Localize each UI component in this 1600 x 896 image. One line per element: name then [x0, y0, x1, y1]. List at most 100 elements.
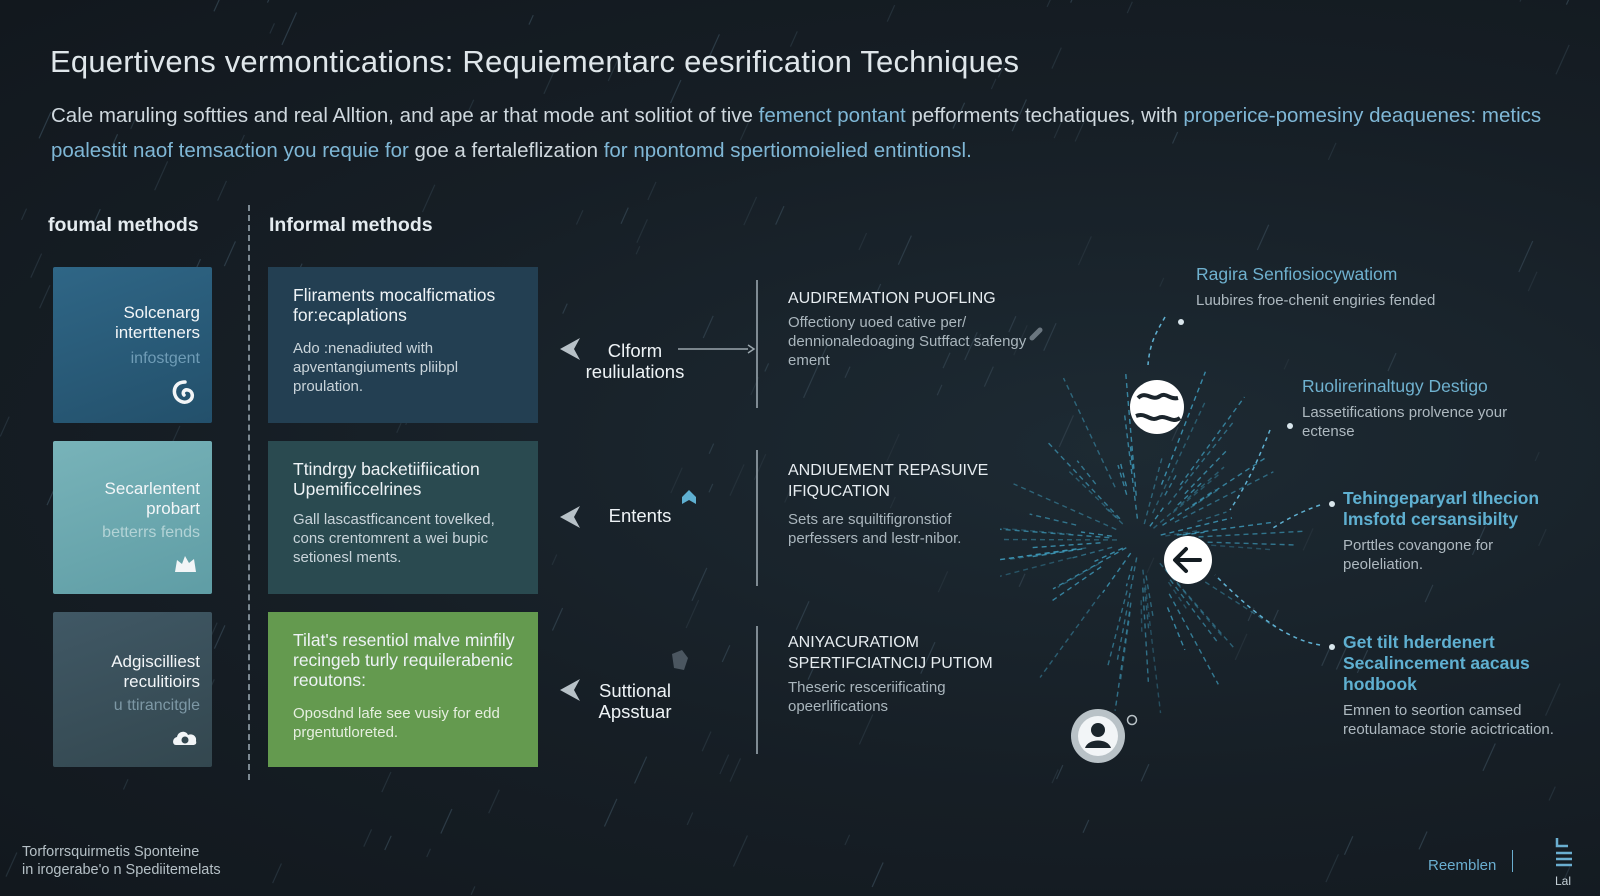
intro-highlight: femenct pontant [758, 104, 906, 127]
background-streak [1482, 743, 1496, 772]
background-streak [0, 416, 10, 437]
burst-ray [1177, 480, 1205, 506]
burst-ray [1000, 557, 1072, 577]
burst-ray [1160, 517, 1233, 536]
node-desc: Emnen to seortion camsed reotulamace sto… [1343, 702, 1554, 738]
informal-card[interactable]: Tilat's resentiol malve minfily recingeb… [268, 612, 538, 767]
footer-line: in irogerabe'o n Spediitemelats [22, 862, 221, 878]
node-dot [1287, 423, 1293, 429]
pen-icon [1029, 327, 1043, 341]
formal-card[interactable]: Secarlentent probart betterrs fends [53, 441, 212, 594]
formal-card[interactable]: Adgiscilliest reculitioirs u ttirancitgl… [53, 612, 212, 767]
background-streak [562, 303, 568, 314]
background-streak [440, 808, 453, 834]
burst-ray [1028, 542, 1101, 549]
burst-ray [1142, 587, 1150, 682]
formal-card-subtitle: betterrs fends [102, 524, 200, 541]
background-streak [1545, 683, 1561, 716]
background-streak [5, 852, 18, 877]
menu-icon[interactable] [1554, 836, 1574, 872]
technique-block: ANIYACURATIOM SPERTIFCIATNCIJ PUTIOM The… [788, 632, 1028, 716]
background-streak [1126, 1, 1133, 14]
background-streak [975, 333, 982, 345]
burst-ray [1169, 579, 1219, 644]
background-streak [1247, 607, 1255, 622]
burst-ray [1167, 581, 1187, 609]
burst-ray [1013, 483, 1117, 531]
burst-ray [1160, 371, 1207, 485]
intro-highlight: properice-pomesiny deaquenes: metics poa… [51, 104, 1542, 162]
background-streak [784, 491, 791, 503]
burst-ray [1153, 466, 1225, 529]
background-streak [937, 571, 949, 593]
background-streak [1234, 633, 1248, 661]
user-avatar-icon[interactable] [1071, 709, 1138, 763]
background-streak [1418, 831, 1428, 850]
burst-ray [1144, 585, 1162, 714]
background-streak [607, 59, 619, 82]
connector-line [1229, 429, 1271, 511]
background-streak [1420, 293, 1429, 309]
background-streak [1171, 131, 1179, 144]
intro-highlight: for npontomd spertiomoielied entintionsl… [603, 139, 972, 162]
background-streak [122, 779, 129, 790]
burst-rays [1000, 371, 1306, 714]
background-streak [708, 443, 715, 454]
background-streak [551, 607, 564, 631]
background-streak [721, 644, 731, 663]
brand-divider [1512, 850, 1513, 872]
brand-label: Reemblen [1428, 857, 1497, 874]
formal-methods-heading: foumal methods [48, 214, 199, 236]
background-streak [686, 812, 694, 826]
background-streak [1058, 415, 1074, 448]
background-streak [1046, 0, 1051, 8]
formal-card[interactable]: Solcenarg intertteners infostgent [53, 267, 212, 423]
background-streak [272, 863, 282, 884]
swirl-icon [172, 380, 194, 404]
background-streak [764, 363, 770, 372]
burst-ray [1184, 448, 1229, 495]
burst-ray [1114, 602, 1132, 711]
background-streak [1171, 426, 1179, 442]
burst-ray [1125, 566, 1133, 587]
network-diagram [1000, 316, 1335, 763]
node-title: Ruolirerinaltugy Destigo [1302, 376, 1488, 396]
background-streak [670, 467, 683, 494]
informal-card[interactable]: Fliraments mocalficmatios for:ecaplation… [268, 267, 538, 423]
background-streak [633, 756, 648, 784]
background-streak [551, 554, 558, 566]
footer-line: Torforrsquirmetis Sponteine [22, 844, 200, 860]
arrow-right-line [678, 344, 756, 354]
arrow-left-circle-icon[interactable] [1164, 536, 1212, 584]
burst-ray [1190, 487, 1222, 509]
informal-card-desc: Ado :nenadiuted with apventangiuments pl… [293, 340, 459, 395]
background-streak [384, 835, 392, 851]
intro-text: goe a fertaleflization [408, 139, 604, 162]
connector-line [1269, 504, 1321, 531]
background-streak [20, 208, 28, 221]
background-streak [708, 483, 714, 493]
background-streak [1273, 609, 1279, 621]
burst-ray [1159, 562, 1223, 637]
informal-card[interactable]: Ttindrgy backetiifiication Upemificcelri… [268, 441, 538, 594]
burst-ray [1165, 529, 1199, 537]
background-streak [130, 116, 137, 130]
cloud-icon [173, 731, 197, 745]
background-streak [543, 67, 557, 95]
background-streak [729, 758, 742, 782]
background-streak [217, 180, 228, 201]
background-streak [1343, 835, 1354, 855]
informal-card-desc: Gall lascastficancent tovelked, cons cre… [293, 511, 495, 566]
burst-ray [1105, 507, 1124, 525]
informal-methods-heading: Informal methods [269, 214, 433, 236]
background-streak [1430, 498, 1436, 510]
background-streak [1518, 240, 1534, 273]
background-streak [990, 78, 997, 90]
background-streak [685, 599, 700, 629]
background-streak [1043, 322, 1057, 351]
burst-ray [1145, 575, 1154, 617]
separator [756, 280, 758, 408]
background-streak [1070, 0, 1073, 3]
burst-ray [1182, 531, 1205, 536]
